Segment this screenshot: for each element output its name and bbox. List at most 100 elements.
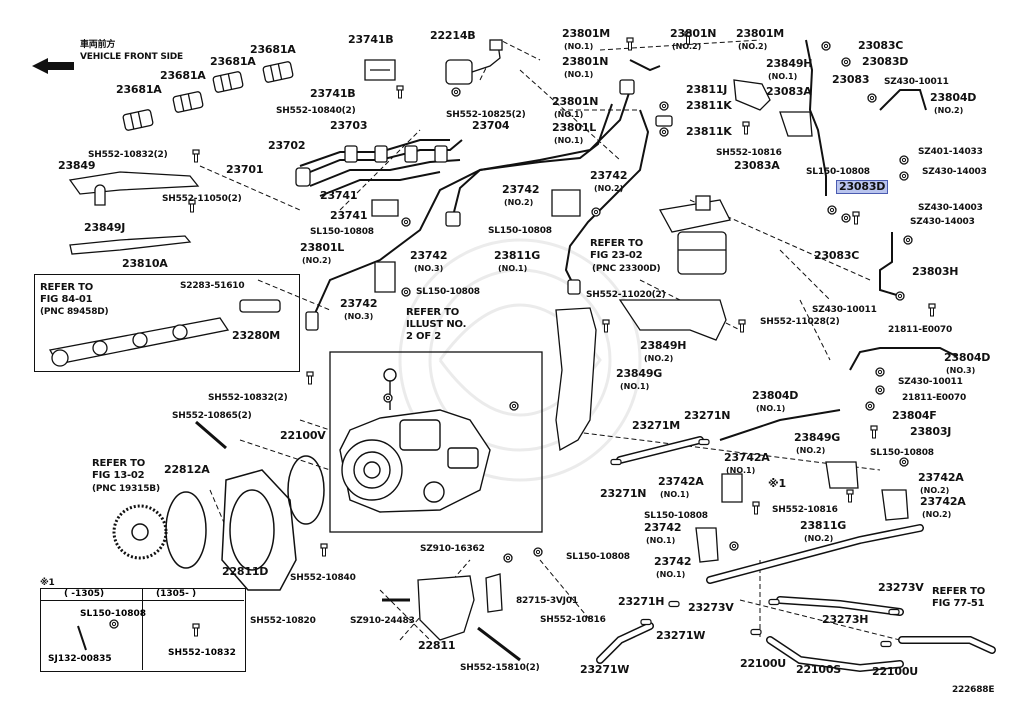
callout-sh552-11020[interactable]: SH552-11020(2) bbox=[586, 290, 666, 300]
callout-23271n[interactable]: 23271N bbox=[684, 409, 731, 422]
callout-23804d[interactable]: 23804D bbox=[930, 91, 977, 104]
callout-23703[interactable]: 23703 bbox=[330, 119, 368, 132]
callout-23849g[interactable]: 23849G bbox=[794, 431, 841, 444]
ref-illust-l2[interactable]: ILLUST NO. bbox=[406, 319, 467, 330]
callout-23271w[interactable]: 23271W bbox=[580, 663, 630, 676]
callout-23849g[interactable]: 23849G bbox=[616, 367, 663, 380]
callout-sl150-10808[interactable]: SL150-10808 bbox=[566, 552, 630, 562]
callout-23681a[interactable]: 23681A bbox=[160, 69, 206, 82]
callout-23811j[interactable]: 23811J bbox=[686, 83, 728, 96]
callout-sl150-10808[interactable]: SL150-10808 bbox=[488, 226, 552, 236]
callout-23801n[interactable]: 23801N bbox=[562, 55, 609, 68]
callout-sl150-10808[interactable]: SL150-10808 bbox=[806, 167, 870, 177]
callout-23849h[interactable]: 23849H bbox=[766, 57, 813, 70]
callout-sz430-14003[interactable]: SZ430-14003 bbox=[918, 203, 983, 213]
callout-s2283-51610[interactable]: S2283-51610 bbox=[180, 281, 245, 291]
callout-sh552-10832[interactable]: SH552-10832(2) bbox=[208, 393, 288, 403]
callout-sh552-10865[interactable]: SH552-10865(2) bbox=[172, 411, 252, 421]
callout-23083[interactable]: 23083 bbox=[832, 73, 870, 86]
callout-23811g[interactable]: 23811G bbox=[494, 249, 541, 262]
callout-23742a[interactable]: 23742A bbox=[920, 495, 966, 508]
callout-22812a[interactable]: 22812A bbox=[164, 463, 210, 476]
callout-sh552-10840[interactable]: SH552-10840 bbox=[290, 573, 356, 583]
callout-23801n[interactable]: 23801N bbox=[670, 27, 717, 40]
callout-23273v[interactable]: 23273V bbox=[688, 601, 734, 614]
footnote-col1-part[interactable]: SL150-10808 bbox=[80, 609, 147, 619]
callout-sh552-10840[interactable]: SH552-10840(2) bbox=[276, 106, 356, 116]
callout-23083d[interactable]: 23083D bbox=[862, 55, 909, 68]
callout-23742[interactable]: 23742 bbox=[340, 297, 378, 310]
callout-23742[interactable]: 23742 bbox=[644, 521, 682, 534]
callout-sl150-10808[interactable]: SL150-10808 bbox=[870, 448, 934, 458]
callout-23681a[interactable]: 23681A bbox=[250, 43, 296, 56]
callout-22214b[interactable]: 22214B bbox=[430, 29, 476, 42]
callout-sl150-10808[interactable]: SL150-10808 bbox=[644, 511, 708, 521]
callout-23742[interactable]: 23742 bbox=[502, 183, 540, 196]
callout-23701[interactable]: 23701 bbox=[226, 163, 264, 176]
callout-23083a[interactable]: 23083A bbox=[734, 159, 780, 172]
callout-23271n[interactable]: 23271N bbox=[600, 487, 647, 500]
callout-23803h[interactable]: 23803H bbox=[912, 265, 959, 278]
callout-23083c[interactable]: 23083C bbox=[858, 39, 904, 52]
callout-23083a[interactable]: 23083A bbox=[766, 85, 812, 98]
callout-23741[interactable]: 23741 bbox=[320, 189, 358, 202]
callout-sh552-10820[interactable]: SH552-10820 bbox=[250, 616, 316, 626]
callout-21811-e0070[interactable]: 21811-E0070 bbox=[888, 325, 953, 335]
callout-22100u[interactable]: 22100U bbox=[872, 665, 919, 678]
callout-23742[interactable]: 23742 bbox=[410, 249, 448, 262]
callout-sh552-10816[interactable]: SH552-10816 bbox=[772, 505, 838, 515]
callout-22100v[interactable]: 22100V bbox=[280, 429, 326, 442]
callout-23849h[interactable]: 23849H bbox=[640, 339, 687, 352]
callout-sz401-14033[interactable]: SZ401-14033 bbox=[918, 147, 983, 157]
callout-23803j[interactable]: 23803J bbox=[910, 425, 952, 438]
callout-23271h[interactable]: 23271H bbox=[618, 595, 665, 608]
callout-23811g[interactable]: 23811G bbox=[800, 519, 847, 532]
callout-sz430-10011[interactable]: SZ430-10011 bbox=[812, 305, 877, 315]
callout-sz910-24483[interactable]: SZ910-24483 bbox=[350, 616, 415, 626]
callout-23801m[interactable]: 23801M bbox=[736, 27, 785, 40]
callout-sz430-10011[interactable]: SZ430-10011 bbox=[898, 377, 963, 387]
callout-23742[interactable]: 23742 bbox=[654, 555, 692, 568]
callout-23681a[interactable]: 23681A bbox=[116, 83, 162, 96]
callout-23273h[interactable]: 23273H bbox=[822, 613, 869, 626]
callout-23801l[interactable]: 23801L bbox=[300, 241, 345, 254]
callout-sz910-16362[interactable]: SZ910-16362 bbox=[420, 544, 485, 554]
callout-23849j[interactable]: 23849J bbox=[84, 221, 126, 234]
callout-82715-3vj01[interactable]: 82715-3VJ01 bbox=[516, 596, 578, 606]
callout-23810a[interactable]: 23810A bbox=[122, 257, 168, 270]
callout-23804d[interactable]: 23804D bbox=[752, 389, 799, 402]
callout-sz430-14003[interactable]: SZ430-14003 bbox=[922, 167, 987, 177]
callout-23804d[interactable]: 23804D bbox=[944, 351, 991, 364]
ref-fig-23-02-l2[interactable]: FIG 23-02 bbox=[590, 250, 643, 261]
callout-23704[interactable]: 23704 bbox=[472, 119, 510, 132]
callout-23811k[interactable]: 23811K bbox=[686, 99, 732, 112]
callout-23271m[interactable]: 23271M bbox=[632, 419, 681, 432]
callout-sl150-10808[interactable]: SL150-10808 bbox=[416, 287, 480, 297]
ref-fig-84-01-l2[interactable]: FIG 84-01 bbox=[40, 294, 93, 305]
ref-fig-13-02-l2[interactable]: FIG 13-02 bbox=[92, 470, 145, 481]
callout-23741b[interactable]: 23741B bbox=[348, 33, 394, 46]
callout-sh552-11050[interactable]: SH552-11050(2) bbox=[162, 194, 242, 204]
callout-22100s[interactable]: 22100S bbox=[796, 663, 841, 676]
callout-21811-e0070[interactable]: 21811-E0070 bbox=[902, 393, 967, 403]
callout-23083d-highlighted[interactable]: 23083D bbox=[836, 180, 889, 194]
callout-23742[interactable]: 23742 bbox=[590, 169, 628, 182]
callout-23681a[interactable]: 23681A bbox=[210, 55, 256, 68]
footnote-col2-part[interactable]: SH552-10832 bbox=[168, 648, 236, 658]
callout-sh552-10825[interactable]: SH552-10825(2) bbox=[446, 110, 526, 120]
callout-sl150-10808[interactable]: SL150-10808 bbox=[310, 227, 374, 237]
callout-23741[interactable]: 23741 bbox=[330, 209, 368, 222]
callout-22811[interactable]: 22811 bbox=[418, 639, 456, 652]
callout-23742a[interactable]: 23742A bbox=[724, 451, 770, 464]
callout-23801l[interactable]: 23801L bbox=[552, 121, 597, 134]
callout-23273v[interactable]: 23273V bbox=[878, 581, 924, 594]
callout-23741b[interactable]: 23741B bbox=[310, 87, 356, 100]
callout-23801m[interactable]: 23801M bbox=[562, 27, 611, 40]
callout-23742a[interactable]: 23742A bbox=[918, 471, 964, 484]
callout-23849[interactable]: 23849 bbox=[58, 159, 96, 172]
callout-sh552-10816[interactable]: SH552-10816 bbox=[716, 148, 782, 158]
ref-fig-77-51-l2[interactable]: FIG 77-51 bbox=[932, 598, 985, 609]
callout-23271w[interactable]: 23271W bbox=[656, 629, 706, 642]
callout-23804f[interactable]: 23804F bbox=[892, 409, 937, 422]
callout-22811d[interactable]: 22811D bbox=[222, 565, 269, 578]
